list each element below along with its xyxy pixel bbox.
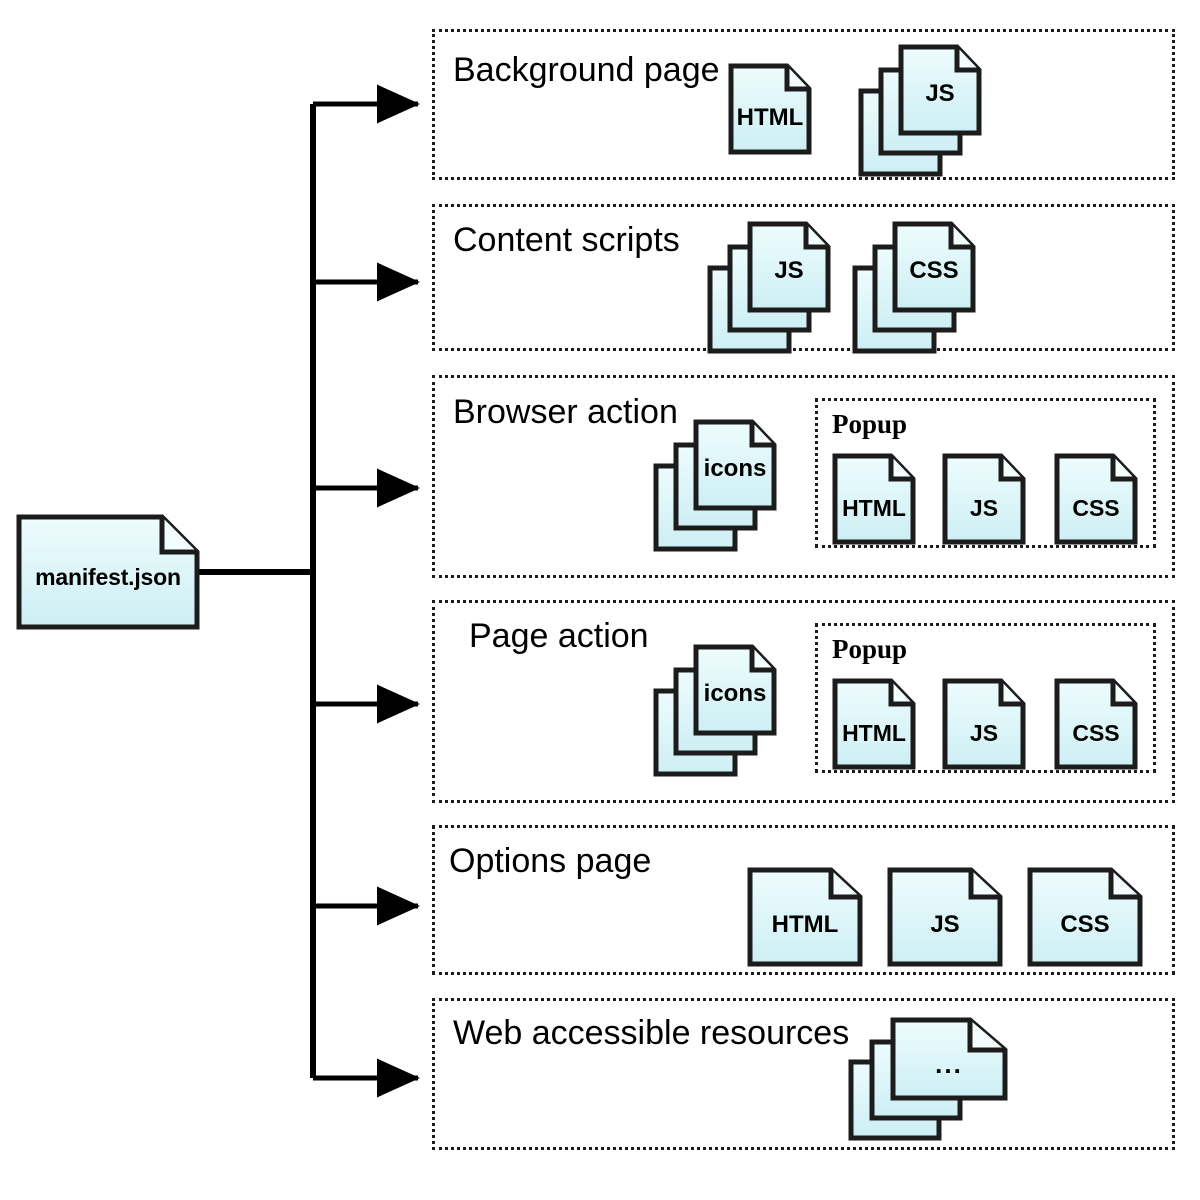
file-stack-icons[interactable]: icons	[653, 419, 779, 552]
file-stack-js[interactable]: JS	[858, 44, 984, 177]
file-icon-html[interactable]: HTML	[832, 453, 916, 545]
document-icon	[1054, 453, 1138, 545]
file-icon-label: JS	[774, 257, 804, 284]
section-browser-action[interactable]: Browser action icons Popup	[432, 375, 1175, 578]
document-icon	[832, 678, 916, 770]
document-icon	[1027, 867, 1143, 967]
file-icon-html[interactable]: HTML	[747, 867, 863, 967]
file-icon-label: HTML	[842, 495, 906, 521]
subsection-popup[interactable]: Popup HTML JS	[815, 398, 1156, 548]
file-stack-js[interactable]: JS	[707, 221, 833, 354]
section-page-action[interactable]: Page action icons Popup	[432, 600, 1175, 803]
file-icon-html[interactable]: HTML	[832, 678, 916, 770]
subsection-title-popup: Popup	[832, 634, 908, 664]
file-icon-label: HTML	[842, 720, 906, 746]
document-icon	[1054, 678, 1138, 770]
document-icon	[747, 867, 863, 967]
section-title-options-page: Options page	[449, 842, 652, 880]
file-icon-label: HTML	[771, 911, 839, 938]
subsection-popup[interactable]: Popup HTML JS	[815, 623, 1156, 773]
subsection-title-popup: Popup	[832, 409, 908, 439]
manifest-json-label: manifest.json	[35, 564, 181, 590]
document-icon	[728, 63, 812, 155]
file-icon-label: CSS	[1060, 911, 1110, 938]
file-icon-label: CSS	[909, 257, 959, 284]
section-web-accessible-resources[interactable]: Web accessible resources ...	[432, 998, 1175, 1150]
file-icon-label: JS	[969, 495, 999, 521]
section-title-web-accessible-resources: Web accessible resources	[453, 1014, 850, 1052]
file-icon-label: icons	[703, 455, 767, 482]
file-icon-label: JS	[925, 80, 955, 107]
document-icon	[16, 514, 200, 630]
section-title-background-page: Background page	[453, 51, 720, 89]
section-title-page-action: Page action	[469, 617, 649, 655]
file-icon-js[interactable]: JS	[942, 453, 1026, 545]
section-title-browser-action: Browser action	[453, 393, 678, 431]
file-icon-js[interactable]: JS	[887, 867, 1003, 967]
section-title-content-scripts: Content scripts	[453, 221, 680, 259]
file-icon-label: JS	[930, 911, 960, 938]
file-stack-resources[interactable]: ...	[848, 1017, 1008, 1141]
file-icon-label: CSS	[1072, 720, 1120, 746]
file-icon-label: JS	[969, 720, 999, 746]
section-content-scripts[interactable]: Content scripts JS	[432, 204, 1175, 354]
document-stack-icon	[707, 221, 831, 354]
document-icon	[942, 453, 1026, 545]
file-icon-css[interactable]: CSS	[1027, 867, 1143, 967]
document-stack-icon	[858, 44, 982, 177]
document-stack-icon	[848, 1017, 1008, 1141]
file-icon-label: CSS	[1072, 495, 1120, 521]
section-background-page[interactable]: Background page HTML	[432, 29, 1175, 180]
document-stack-icon	[653, 419, 777, 552]
file-icon-js[interactable]: JS	[942, 678, 1026, 770]
document-icon	[832, 453, 916, 545]
file-icon-css[interactable]: CSS	[1054, 453, 1138, 545]
document-stack-icon	[852, 221, 976, 354]
document-icon	[942, 678, 1026, 770]
file-stack-css[interactable]: CSS	[852, 221, 978, 354]
document-stack-icon	[653, 644, 777, 777]
file-icon-css[interactable]: CSS	[1054, 678, 1138, 770]
file-icon-label: HTML	[736, 104, 804, 131]
document-icon	[887, 867, 1003, 967]
file-icon-label: icons	[703, 680, 767, 707]
section-options-page[interactable]: Options page HTML JS	[432, 825, 1175, 975]
manifest-json-node[interactable]: manifest.json	[16, 514, 200, 630]
file-icon-label: ...	[935, 1049, 963, 1079]
file-icon-html[interactable]: HTML	[728, 63, 812, 155]
file-stack-icons[interactable]: icons	[653, 644, 779, 777]
